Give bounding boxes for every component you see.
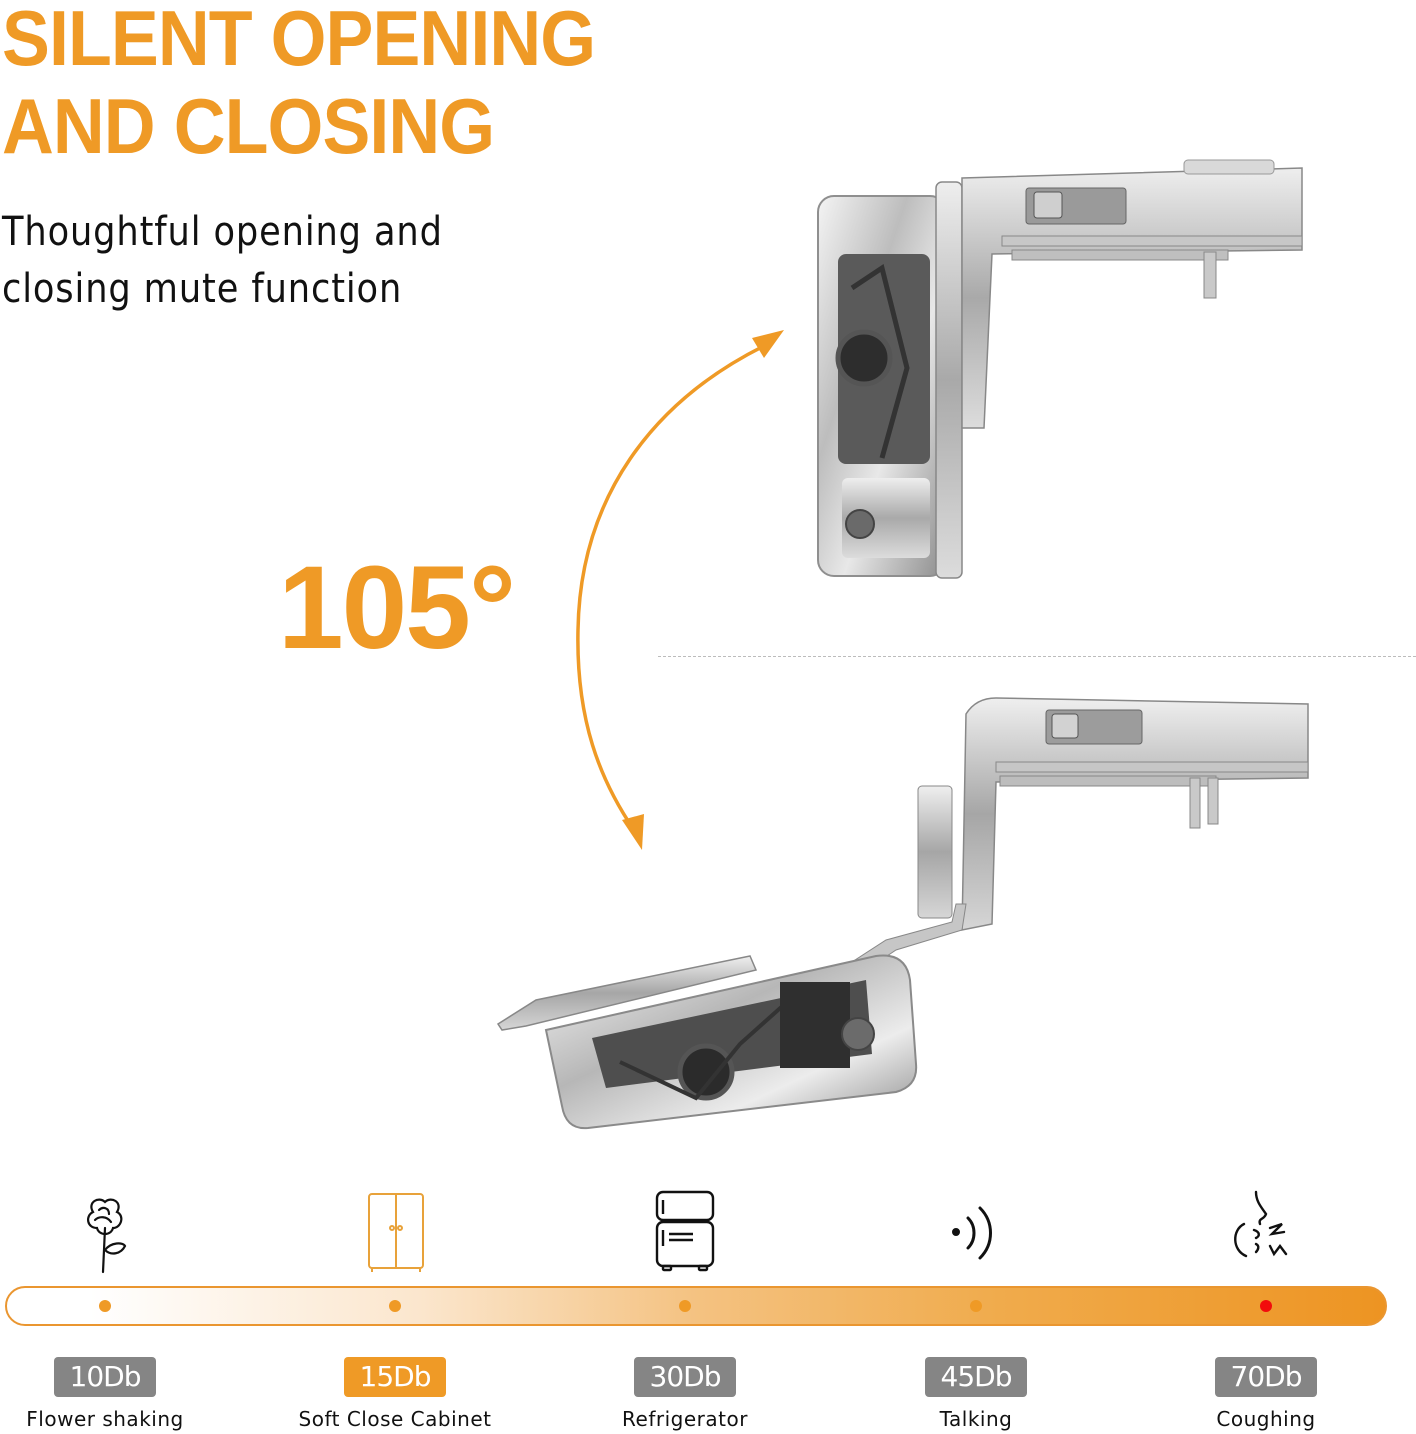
curved-double-arrow-icon [576,330,784,850]
refrigerator-icon [655,1190,715,1272]
db-badge-cabinet: 15Db [344,1357,446,1397]
db-badge-talking: 45Db [925,1357,1027,1397]
scale-dot-flower [99,1300,111,1312]
headline-line-1: SILENT OPENING [2,0,596,82]
scale-dot-coughing [1260,1300,1272,1312]
headline-line-2: AND CLOSING [2,82,495,170]
subheadline-line-1: Thoughtful opening and [2,209,443,255]
opening-angle: 105° [278,542,516,674]
db-badge-coughing: 70Db [1215,1357,1317,1397]
subheadline-line-2: closing mute function [2,266,403,312]
level-label-refrigerator: Refrigerator [622,1407,748,1431]
hinge-closed-image [817,159,1303,579]
coughing-icon [1234,1190,1288,1258]
sound-waves-icon [952,1206,992,1260]
db-badge-refrigerator: 30Db [634,1357,736,1397]
level-label-coughing: Coughing [1216,1407,1316,1431]
hinge-open-image [496,697,1309,1130]
db-badge-flower: 10Db [54,1357,156,1397]
headline: SILENT OPENING AND CLOSING [2,0,596,170]
dashed-divider [658,656,1416,657]
scale-dot-refrigerator [679,1300,691,1312]
level-label-cabinet: Soft Close Cabinet [298,1407,492,1431]
scale-dot-cabinet [389,1300,401,1312]
level-label-flower: Flower shaking [26,1407,184,1431]
noise-scale-bar [5,1286,1387,1326]
cabinet-icon [368,1193,424,1272]
scale-dot-talking [970,1300,982,1312]
flower-icon [87,1198,127,1274]
level-label-talking: Talking [939,1407,1013,1431]
subheadline: Thoughtful opening and closing mute func… [2,204,443,318]
